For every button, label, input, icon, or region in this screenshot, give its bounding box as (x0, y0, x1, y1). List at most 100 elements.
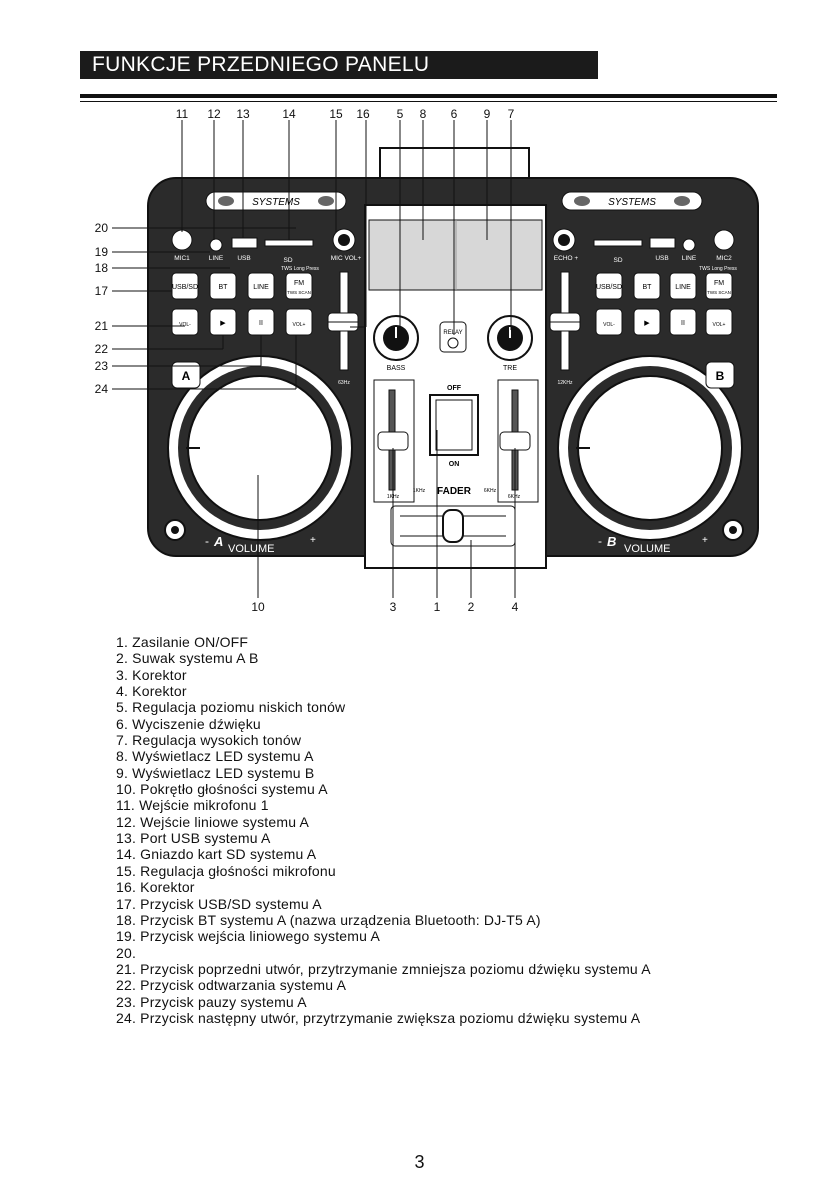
btn-line-a-label: LINE (253, 284, 269, 291)
callout-9: 9 (484, 107, 491, 121)
btn-usb-sd-a-label: USB/SD (172, 284, 198, 291)
legend-item: 18. Przycisk BT systemu A (nazwa urządze… (116, 911, 541, 928)
header-rule-thick (80, 94, 777, 98)
eq-a-freq: 63Hz (338, 380, 350, 386)
echo-label: ECHO + (554, 255, 579, 262)
btn-next-a-label: VOL+ (293, 322, 306, 328)
legend-item: 5. Regulacja poziomu niskich tonów (116, 699, 346, 716)
deck-a-wheel[interactable] (167, 355, 353, 541)
eq-fader-b[interactable] (549, 271, 581, 371)
f6khz-label: 6KHz (508, 494, 521, 500)
legend-item: 13. Port USB systemu A (116, 830, 271, 847)
vol-a-minus: - (205, 534, 209, 548)
callout-7: 7 (508, 107, 515, 121)
relay-button[interactable] (439, 321, 467, 353)
usb-a-port (231, 237, 258, 249)
eq-b-freq: 12KHz (557, 380, 573, 386)
legend-item: 21. Przycisk poprzedni utwór, przytrzyma… (116, 960, 651, 977)
f6khz-b-label: 6KHz (484, 488, 497, 494)
off-label: OFF (447, 385, 462, 392)
callout-12: 12 (207, 107, 221, 121)
btn-bt-b[interactable] (633, 272, 661, 300)
callout-11: 11 (176, 107, 189, 121)
callout-17: 17 (95, 284, 109, 298)
btn-play-a-label: ▶ (220, 320, 226, 327)
mic1-jack (171, 229, 193, 251)
callout-1: 1 (434, 600, 441, 614)
btn-fm-b-label: FM (714, 280, 724, 287)
brand-plate-b: SYSTEMS (561, 191, 703, 211)
btn-usb-sd-a[interactable] (171, 272, 199, 300)
legend-item: 22. Przycisk odtwarzania systemu A (116, 977, 347, 994)
callout-21: 21 (95, 319, 109, 333)
legend-item: 9. Wyświetlacz LED systemu B (116, 764, 315, 781)
btn-bt-b-label: BT (643, 284, 653, 291)
vol-a-plus: + (310, 535, 316, 546)
brand-text-a: SYSTEMS (252, 197, 300, 208)
btn-bt-a-label: BT (219, 284, 229, 291)
callout-18: 18 (95, 261, 109, 275)
legend-item: 4. Korektor (116, 683, 187, 700)
front-panel-diagram: SYSTEMS SYSTEMS MIC1 LINE USB SD MIC VOL… (95, 107, 759, 614)
callout-2: 2 (468, 600, 475, 614)
btn-pause-b[interactable] (669, 308, 697, 336)
brand-text-b: SYSTEMS (608, 197, 656, 208)
deck-b-label: B (716, 369, 725, 383)
callout-13: 13 (236, 107, 250, 121)
callout-22: 22 (95, 342, 109, 356)
btn-prev-a[interactable] (171, 308, 199, 336)
line-b-label: LINE (682, 255, 697, 262)
legend-item: 17. Przycisk USB/SD systemu A (116, 895, 322, 912)
usb-a-label: USB (237, 255, 250, 262)
btn-play-b[interactable] (633, 308, 661, 336)
eq-slider-1khz[interactable] (377, 431, 409, 451)
callout-20: 20 (95, 221, 109, 235)
deck-a-label: A (182, 369, 191, 383)
legend-item: 23. Przycisk pauzy systemu A (116, 993, 307, 1010)
btn-line-a[interactable] (247, 272, 275, 300)
callout-19: 19 (95, 245, 109, 259)
btn-prev-b[interactable] (595, 308, 623, 336)
btn-usb-sd-b[interactable] (595, 272, 623, 300)
crossfader-knob[interactable] (442, 509, 464, 543)
btn-next-a[interactable] (285, 308, 313, 336)
btn-fm-b[interactable] (705, 272, 733, 300)
legend-item: 10. Pokrętło głośności systemu A (116, 781, 328, 798)
btn-fm-a[interactable] (285, 272, 313, 300)
deck-b-wheel[interactable] (557, 355, 743, 541)
usb-b-port (649, 237, 676, 249)
page-title: FUNKCJE PRZEDNIEGO PANELU (80, 51, 598, 79)
header-rule-thin (80, 101, 777, 102)
vol-a-letter: A (213, 534, 223, 549)
callout-14: 14 (282, 107, 296, 121)
deck-a-badge (171, 361, 201, 389)
fader-label: FADER (437, 486, 472, 497)
vol-b-letter: B (607, 534, 616, 549)
callout-10: 10 (251, 600, 265, 614)
vol-b-plus: + (702, 535, 708, 546)
btn-line-b-label: LINE (675, 284, 691, 291)
on-label: ON (449, 461, 460, 468)
tws-a-label: TWS Long Press (281, 266, 319, 272)
eq-slider-6khz[interactable] (499, 431, 531, 451)
btn-bt-a[interactable] (209, 272, 237, 300)
mic1-label: MIC1 (174, 255, 190, 262)
callout-16: 16 (356, 107, 370, 121)
eq-fader-a[interactable] (327, 271, 359, 371)
btn-next-b[interactable] (705, 308, 733, 336)
vol-b-label: VOLUME (624, 543, 670, 555)
btn-line-b[interactable] (669, 272, 697, 300)
f1khz-b-label: 1KHz (413, 488, 426, 494)
callout-3: 3 (390, 600, 397, 614)
bass-label: BASS (387, 365, 406, 372)
callout-23: 23 (95, 359, 109, 373)
vol-a-label: VOLUME (228, 543, 274, 555)
legend-item: 24. Przycisk następny utwór, przytrzyman… (116, 1009, 641, 1026)
legend-item: 7. Regulacja wysokich tonów (116, 732, 302, 749)
legend-list: 1. Zasilanie ON/OFF 2. Suwak systemu A B… (116, 634, 651, 1026)
legend-item: 14. Gniazdo kart SD systemu A (116, 846, 317, 863)
legend-item: 16. Korektor (116, 879, 195, 896)
page-number: 3 (414, 1152, 425, 1172)
btn-pause-a-label: II (259, 320, 263, 327)
legend-item: 11. Wejście mikrofonu 1 (116, 797, 269, 814)
